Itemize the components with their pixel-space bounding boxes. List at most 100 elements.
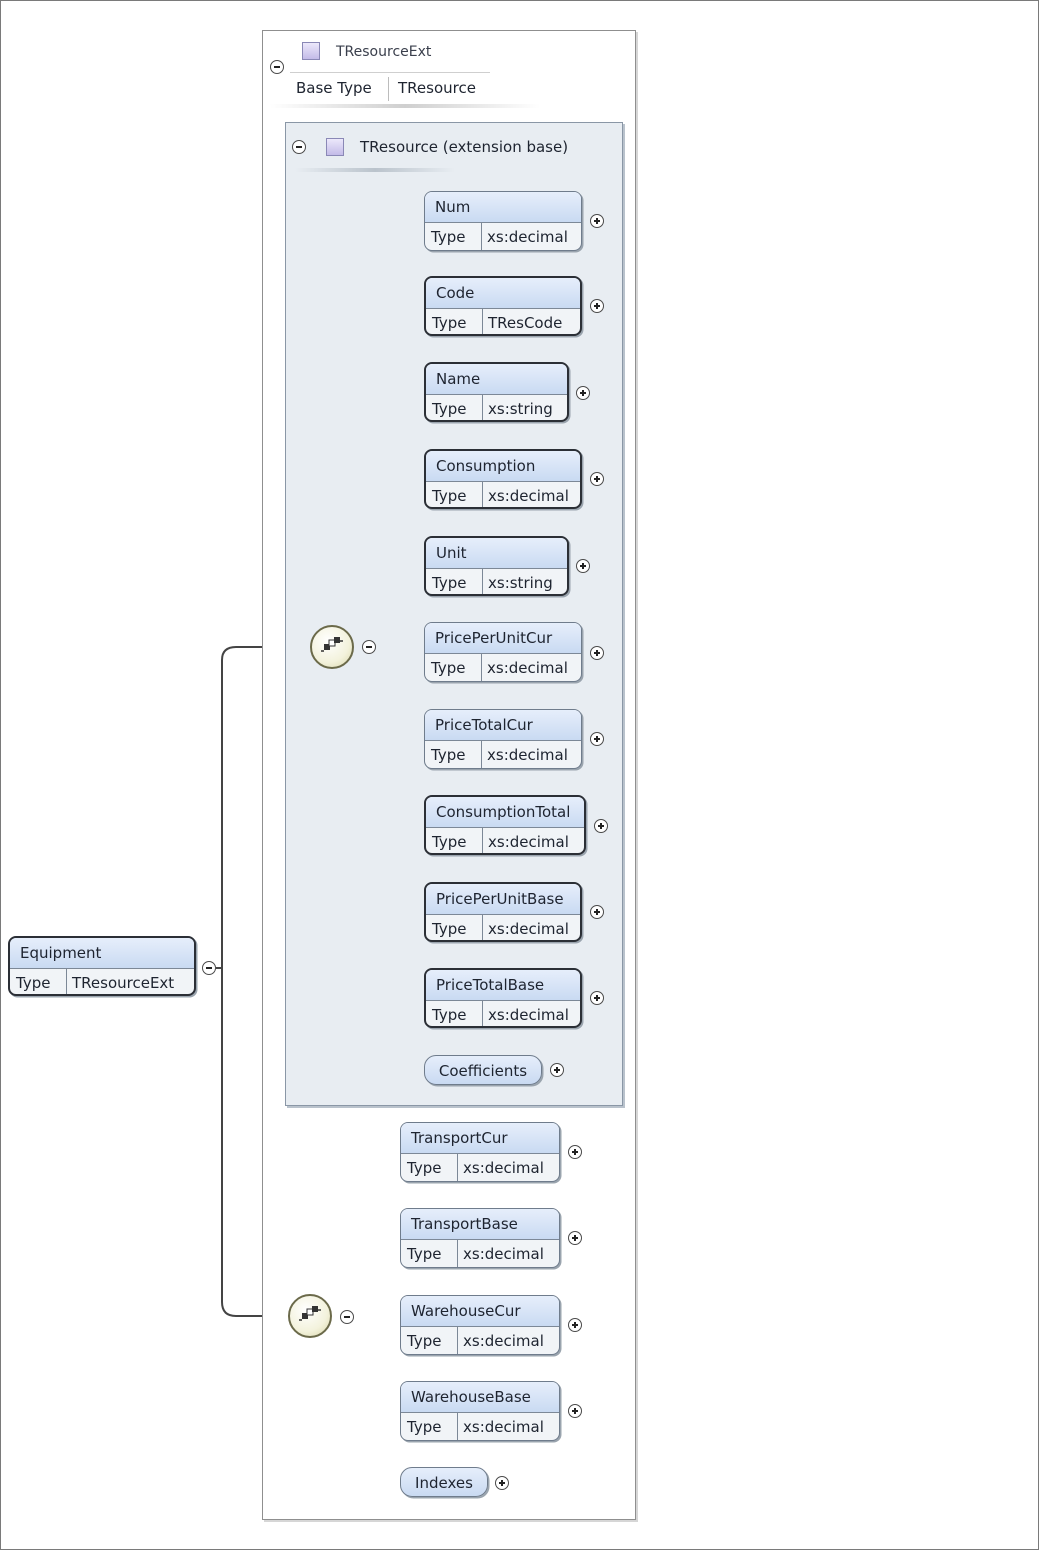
type-divider bbox=[66, 968, 67, 994]
type-label: Type bbox=[432, 400, 467, 418]
type-divider bbox=[482, 481, 483, 507]
expand-toggle[interactable] bbox=[568, 1231, 582, 1245]
type-value: xs:decimal bbox=[488, 487, 569, 505]
complex-type-icon bbox=[326, 138, 344, 156]
element-name: PriceTotalBase bbox=[426, 970, 580, 1001]
type-label: Type bbox=[407, 1159, 442, 1177]
element-price-total-base[interactable]: PriceTotalBase Type xs:decimal bbox=[424, 968, 582, 1028]
type-value: TResourceExt bbox=[72, 974, 175, 992]
type-divider bbox=[457, 1153, 458, 1181]
collapse-base-toggle[interactable] bbox=[292, 140, 306, 154]
type-value: xs:decimal bbox=[487, 228, 568, 246]
collapse-extension-toggle[interactable] bbox=[270, 60, 284, 74]
type-label: Type bbox=[432, 487, 467, 505]
type-label: Type bbox=[16, 974, 51, 992]
collapse-sequence-toggle[interactable] bbox=[362, 640, 376, 654]
type-divider bbox=[481, 222, 482, 250]
element-consumption[interactable]: Consumption Type xs:decimal bbox=[424, 449, 582, 509]
type-divider bbox=[457, 1412, 458, 1440]
expand-toggle[interactable] bbox=[590, 646, 604, 660]
element-code[interactable]: Code Type TResCode bbox=[424, 276, 582, 336]
expand-toggle[interactable] bbox=[590, 472, 604, 486]
type-label: Type bbox=[432, 1006, 467, 1024]
extension-base-title: TResource (extension base) bbox=[360, 138, 569, 156]
element-transport-cur[interactable]: TransportCur Type xs:decimal bbox=[400, 1122, 560, 1182]
type-value: xs:decimal bbox=[463, 1332, 544, 1350]
type-label: Type bbox=[432, 574, 467, 592]
type-divider bbox=[457, 1326, 458, 1354]
element-num[interactable]: Num Type xs:decimal bbox=[424, 191, 582, 251]
expand-toggle[interactable] bbox=[568, 1318, 582, 1332]
type-label: Type bbox=[431, 659, 466, 677]
type-value: xs:decimal bbox=[487, 659, 568, 677]
extension-type-name: TResourceExt bbox=[336, 44, 432, 60]
expand-toggle[interactable] bbox=[594, 819, 608, 833]
type-label: Type bbox=[432, 314, 467, 332]
sequence-compositor-icon[interactable] bbox=[288, 1294, 332, 1338]
type-label: Type bbox=[432, 833, 467, 851]
element-coefficients[interactable]: Coefficients bbox=[424, 1055, 542, 1085]
expand-toggle[interactable] bbox=[576, 559, 590, 573]
type-value: TResCode bbox=[488, 314, 563, 332]
collapse-sequence-toggle[interactable] bbox=[340, 1310, 354, 1324]
type-value: xs:decimal bbox=[488, 920, 569, 938]
element-unit[interactable]: Unit Type xs:string bbox=[424, 536, 569, 596]
expand-toggle[interactable] bbox=[568, 1404, 582, 1418]
type-divider bbox=[481, 653, 482, 681]
expand-toggle[interactable] bbox=[576, 386, 590, 400]
type-label: Type bbox=[407, 1418, 442, 1436]
type-divider bbox=[482, 914, 483, 940]
base-type-divider bbox=[388, 77, 389, 101]
type-divider bbox=[482, 568, 483, 594]
type-divider bbox=[482, 827, 483, 853]
type-label: Type bbox=[431, 228, 466, 246]
type-divider bbox=[457, 1239, 458, 1267]
base-type-label: Base Type bbox=[296, 79, 372, 97]
element-name: Equipment bbox=[10, 938, 194, 969]
divider bbox=[270, 104, 540, 108]
element-name: PricePerUnitCur bbox=[425, 623, 581, 654]
element-name: Code bbox=[426, 278, 580, 309]
type-label: Type bbox=[407, 1332, 442, 1350]
type-value: xs:decimal bbox=[488, 833, 569, 851]
type-divider bbox=[482, 308, 483, 334]
sequence-compositor-icon[interactable] bbox=[310, 625, 354, 669]
element-name: Num bbox=[425, 192, 581, 223]
element-indexes[interactable]: Indexes bbox=[400, 1467, 488, 1497]
expand-toggle[interactable] bbox=[590, 214, 604, 228]
type-value: xs:decimal bbox=[487, 746, 568, 764]
divider bbox=[295, 168, 455, 172]
type-label: Type bbox=[432, 920, 467, 938]
element-name: PriceTotalCur bbox=[425, 710, 581, 741]
expand-toggle[interactable] bbox=[590, 732, 604, 746]
expand-toggle[interactable] bbox=[550, 1063, 564, 1077]
expand-toggle[interactable] bbox=[590, 905, 604, 919]
element-name[interactable]: Name Type xs:string bbox=[424, 362, 569, 422]
expand-toggle[interactable] bbox=[590, 991, 604, 1005]
element-name: TransportCur bbox=[401, 1123, 559, 1154]
type-value: xs:string bbox=[488, 400, 553, 418]
element-price-per-unit-base[interactable]: PricePerUnitBase Type xs:decimal bbox=[424, 882, 582, 942]
element-name: PricePerUnitBase bbox=[426, 884, 580, 915]
element-name: Consumption bbox=[426, 451, 580, 482]
collapse-root-toggle[interactable] bbox=[202, 961, 216, 975]
element-warehouse-base[interactable]: WarehouseBase Type xs:decimal bbox=[400, 1381, 560, 1441]
type-value: xs:string bbox=[488, 574, 553, 592]
root-element-equipment[interactable]: Equipment Type TResourceExt bbox=[8, 936, 196, 996]
type-label: Type bbox=[431, 746, 466, 764]
type-value: xs:decimal bbox=[488, 1006, 569, 1024]
expand-toggle[interactable] bbox=[568, 1145, 582, 1159]
element-name: ConsumptionTotal bbox=[426, 797, 584, 828]
base-type-row: Base Type TResource bbox=[290, 72, 490, 103]
extension-base-box bbox=[285, 122, 623, 1106]
type-value: xs:decimal bbox=[463, 1418, 544, 1436]
element-price-total-cur[interactable]: PriceTotalCur Type xs:decimal bbox=[424, 709, 582, 769]
element-warehouse-cur[interactable]: WarehouseCur Type xs:decimal bbox=[400, 1295, 560, 1355]
element-price-per-unit-cur[interactable]: PricePerUnitCur Type xs:decimal bbox=[424, 622, 582, 682]
type-divider bbox=[482, 394, 483, 420]
expand-toggle[interactable] bbox=[590, 299, 604, 313]
expand-toggle[interactable] bbox=[495, 1476, 509, 1490]
element-consumption-total[interactable]: ConsumptionTotal Type xs:decimal bbox=[424, 795, 586, 855]
element-transport-base[interactable]: TransportBase Type xs:decimal bbox=[400, 1208, 560, 1268]
type-divider bbox=[481, 740, 482, 768]
